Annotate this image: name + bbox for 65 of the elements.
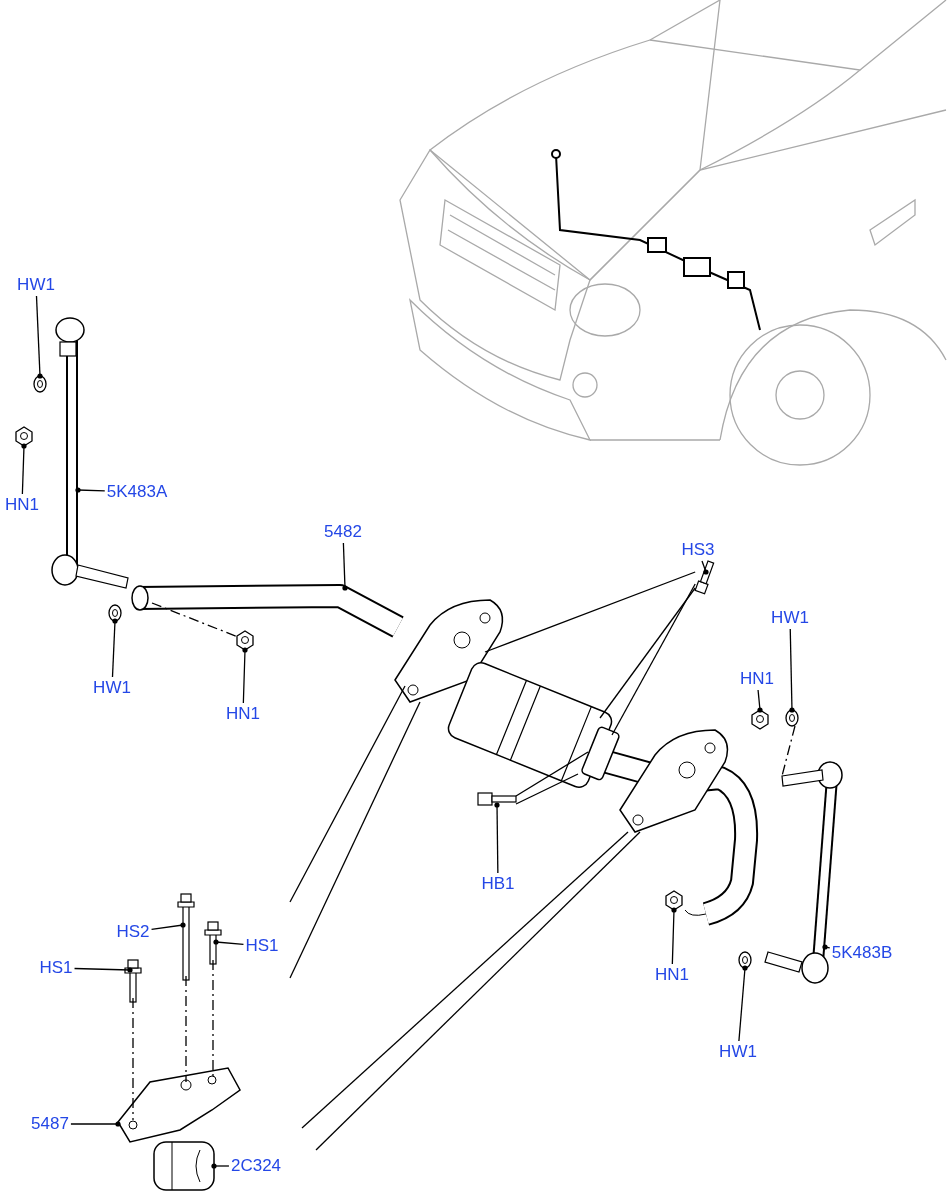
exploded-view-line bbox=[289, 701, 421, 979]
nut-drawing bbox=[236, 630, 254, 651]
callout-label: HN1 bbox=[740, 669, 774, 689]
leader-line bbox=[73, 967, 133, 973]
leader-line bbox=[150, 922, 186, 931]
leader-line bbox=[211, 1163, 230, 1169]
callout-label: HS1 bbox=[39, 958, 73, 978]
callout-label: HS1 bbox=[245, 936, 279, 956]
nut-drawing bbox=[751, 709, 769, 730]
callout-label: HS3 bbox=[681, 540, 715, 560]
leader-line bbox=[70, 1121, 121, 1127]
leader-line bbox=[242, 647, 248, 704]
exploded-view-line bbox=[611, 583, 696, 736]
exploded-view-line bbox=[515, 773, 579, 805]
leader-line bbox=[757, 689, 763, 713]
exploded-view-line bbox=[515, 751, 589, 797]
leader-line bbox=[75, 487, 106, 493]
alignment-line bbox=[151, 602, 239, 638]
exploded-view-line bbox=[484, 571, 696, 653]
bolt-drawing bbox=[177, 893, 195, 981]
callout-label: 5482 bbox=[324, 522, 362, 542]
leader-line bbox=[342, 542, 348, 591]
callout-label: HN1 bbox=[655, 965, 689, 985]
callout-label: HW1 bbox=[17, 275, 55, 295]
alignment-line bbox=[132, 997, 134, 1121]
callout-label: HW1 bbox=[93, 678, 131, 698]
leader-line bbox=[111, 618, 118, 678]
callout-label: HW1 bbox=[771, 608, 809, 628]
callout-label: 5487 bbox=[31, 1114, 69, 1134]
bolt-drawing bbox=[477, 792, 517, 806]
leader-line bbox=[701, 560, 709, 575]
alignment-line bbox=[185, 975, 187, 1083]
exploded-view-line bbox=[599, 587, 696, 719]
leader-line bbox=[494, 802, 500, 874]
nut-drawing bbox=[15, 426, 33, 447]
washer-drawing bbox=[738, 951, 752, 969]
callout-label: 5K483A bbox=[106, 482, 168, 502]
callout-label: HW1 bbox=[719, 1042, 757, 1062]
washer-drawing bbox=[108, 604, 122, 622]
alignment-line bbox=[212, 959, 214, 1079]
callout-label: HN1 bbox=[226, 704, 260, 724]
exploded-view-line bbox=[289, 685, 406, 903]
callout-label: HN1 bbox=[5, 495, 39, 515]
leader-line bbox=[21, 443, 27, 495]
washer-drawing bbox=[785, 709, 799, 727]
bushing-drawing bbox=[153, 1141, 215, 1191]
leader-line bbox=[789, 628, 795, 713]
leader-line bbox=[35, 295, 43, 379]
bracket-drawing bbox=[394, 599, 504, 703]
bracket-drawing bbox=[117, 1067, 241, 1143]
callout-label: 5K483B bbox=[831, 943, 893, 963]
leader-line bbox=[213, 939, 245, 946]
bolt-drawing bbox=[124, 959, 142, 1003]
bolt-drawing bbox=[694, 560, 715, 595]
callout-label: HB1 bbox=[481, 874, 515, 894]
callout-label: 2C324 bbox=[230, 1156, 282, 1176]
alignment-line bbox=[781, 725, 796, 777]
bolt-drawing bbox=[204, 921, 222, 965]
leader-line bbox=[822, 944, 831, 950]
nut-drawing bbox=[665, 890, 683, 911]
leader-line bbox=[671, 907, 677, 965]
washer-drawing bbox=[33, 375, 47, 393]
callout-label: HS2 bbox=[116, 922, 150, 942]
stabilizer-bar-drawing bbox=[131, 584, 404, 638]
leader-line bbox=[738, 965, 748, 1042]
